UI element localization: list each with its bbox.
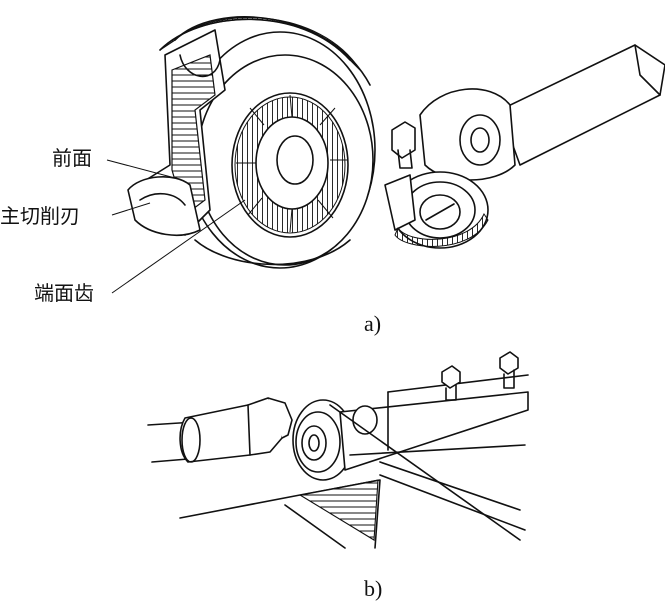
label-main-cutting-edge: 主切削刃: [0, 204, 80, 228]
label-rake-face: 前面: [52, 146, 92, 170]
mounting-drawing: [147, 351, 529, 549]
label-leaders: [106, 159, 246, 294]
caption-a: a): [364, 311, 381, 336]
label-face-teeth: 端面齿: [34, 281, 94, 305]
circular-tool-drawing: [127, 16, 376, 269]
caption-b: b): [364, 576, 382, 601]
tool-holder-drawing: [384, 44, 665, 249]
